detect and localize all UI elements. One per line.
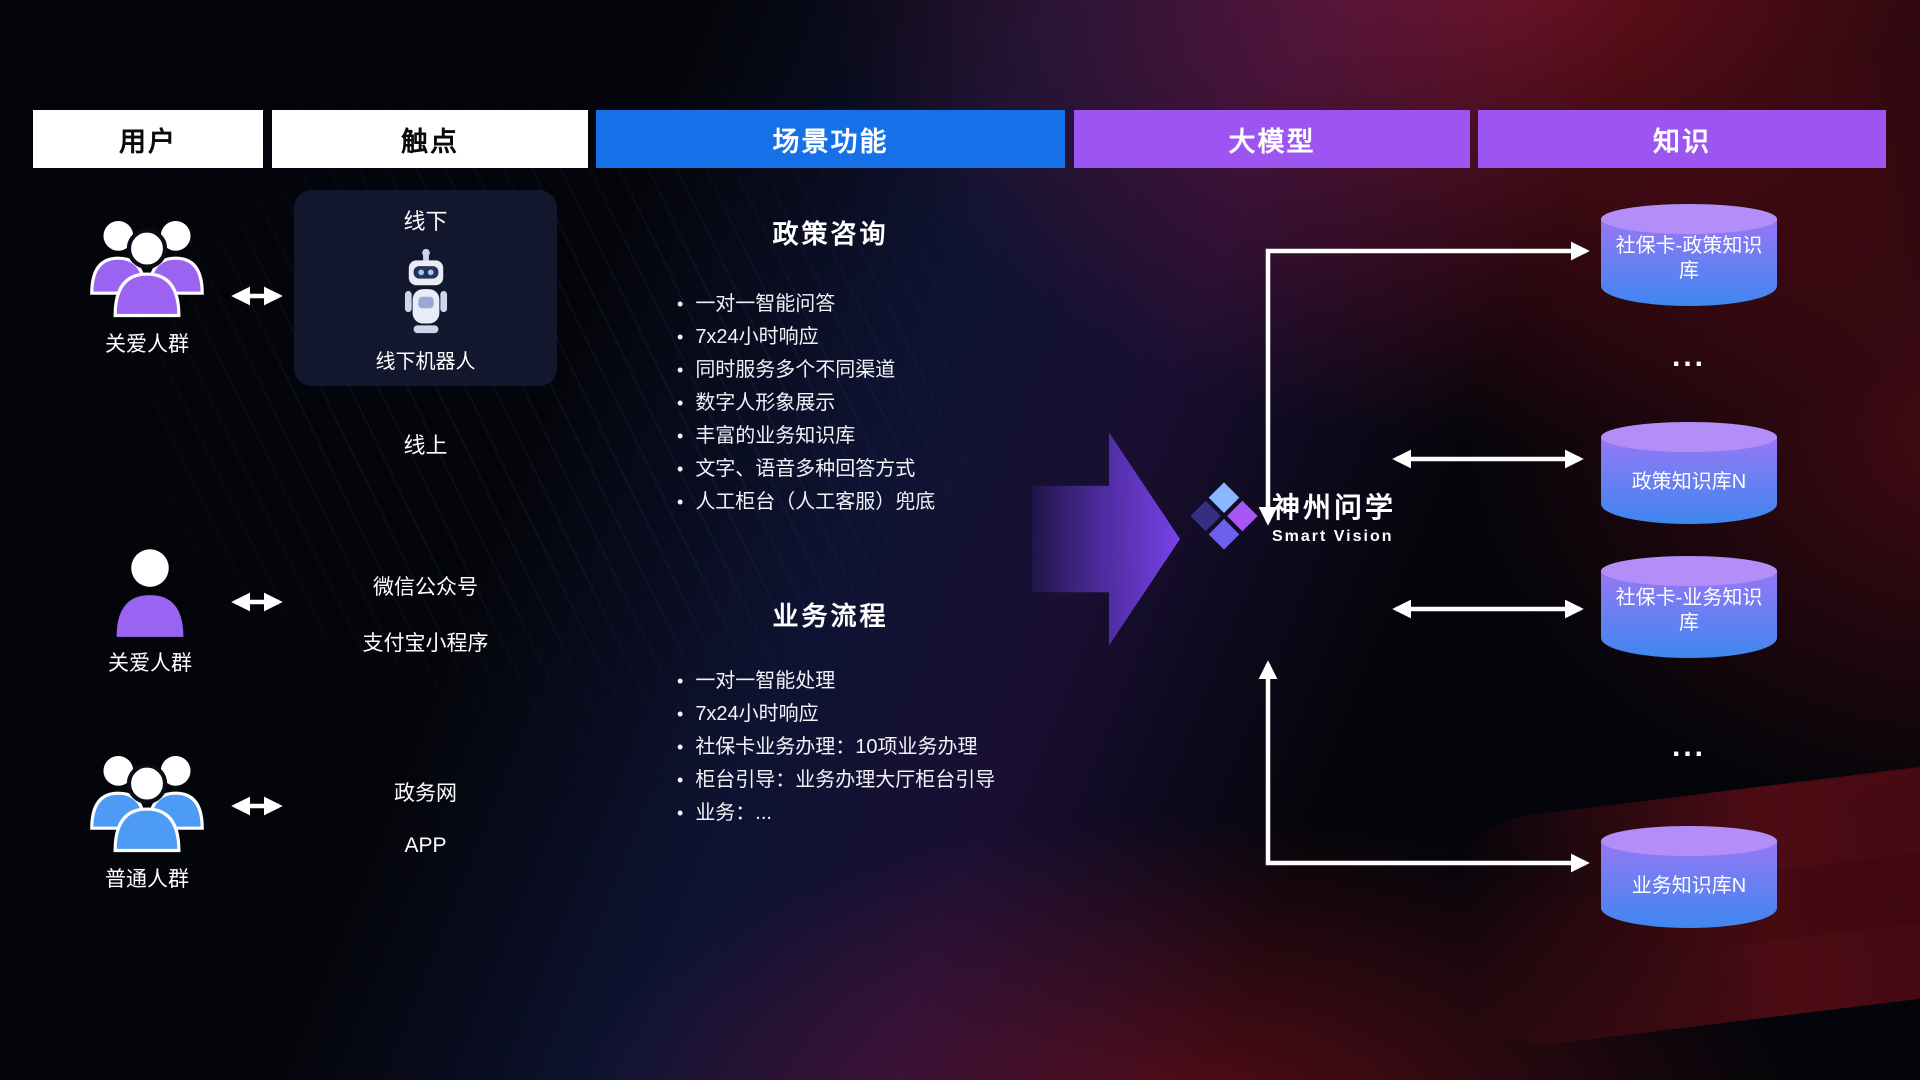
model-logo: 神州问学 Smart Vision	[1188, 480, 1396, 552]
bullet-item: 7x24小时响应	[677, 698, 995, 731]
db-cylinder-cap	[1601, 826, 1777, 856]
channel-gov-web: 政务网	[394, 782, 457, 805]
bullet-item: 社保卡业务办理：10项业务办理	[677, 731, 995, 764]
user-person-care: 关爱人群	[60, 543, 240, 677]
db-social-business: 社保卡-业务知识库	[1601, 556, 1777, 658]
user-label: 关爱人群	[105, 333, 189, 356]
db-label: 政策知识库N	[1631, 471, 1747, 493]
bullet-item: 数字人形象展示	[677, 387, 935, 420]
bullet-item: 业务：...	[677, 797, 995, 830]
model-subtitle: Smart Vision	[1272, 528, 1394, 545]
db-cylinder-cap	[1601, 204, 1777, 234]
user-label: 普通人群	[105, 868, 189, 891]
bullet-item: 同时服务多个不同渠道	[677, 354, 935, 387]
smart-vision-logo-icon	[1190, 482, 1258, 550]
db-cylinder-cap	[1601, 556, 1777, 586]
user-label: 关爱人群	[108, 652, 192, 675]
scene-business-list: 一对一智能处理7x24小时响应社保卡业务办理：10项业务办理柜台引导：业务办理大…	[677, 665, 995, 830]
header-large-model: 大模型	[1074, 110, 1470, 168]
bullet-item: 7x24小时响应	[677, 321, 935, 354]
user-group-care: 关爱人群	[57, 208, 237, 358]
header-scene-functions: 场景功能	[596, 110, 1065, 168]
db-label: 社保卡-业务知识库	[1615, 587, 1763, 634]
header-users: 用户	[33, 110, 263, 168]
header-touchpoints: 触点	[272, 110, 588, 168]
db-business-n: 业务知识库N	[1601, 826, 1777, 928]
scene-policy-list: 一对一智能问答7x24小时响应同时服务多个不同渠道数字人形象展示丰富的业务知识库…	[677, 288, 935, 519]
db-label: 业务知识库N	[1631, 875, 1747, 897]
model-name: 神州问学	[1272, 492, 1397, 523]
bullet-item: 柜台引导：业务办理大厅柜台引导	[677, 764, 995, 797]
channel-wechat: 微信公众号	[373, 576, 478, 599]
bullet-item: 丰富的业务知识库	[677, 420, 935, 453]
ellipsis: ...	[1671, 340, 1706, 373]
bullet-item: 文字、语音多种回答方式	[677, 453, 935, 486]
bullet-item: 人工柜台（人工客服）兜底	[677, 486, 935, 519]
person-purple-icon	[116, 549, 184, 637]
user-group-general: 普通人群	[57, 743, 237, 893]
offline-touchpoint-card: 线下 线下机器人	[294, 190, 557, 386]
scene-section-title-policy: 政策咨询	[772, 219, 889, 249]
scene-section-title-business: 业务流程	[772, 601, 889, 631]
db-social-policy: 社保卡-政策知识库	[1601, 204, 1777, 306]
channel-app: APP	[404, 834, 447, 857]
offline-robot-label: 线下机器人	[375, 351, 476, 373]
group-blue-icon	[90, 756, 204, 853]
robot-icon	[404, 248, 447, 333]
offline-title: 线下	[403, 209, 448, 234]
db-policy-n: 政策知识库N	[1601, 422, 1777, 524]
online-title: 线上	[403, 433, 448, 458]
group-purple-icon	[90, 221, 204, 318]
db-cylinder-cap	[1601, 422, 1777, 452]
db-label: 社保卡-政策知识库	[1615, 235, 1763, 282]
bullet-item: 一对一智能问答	[677, 288, 935, 321]
channel-alipay: 支付宝小程序	[362, 632, 489, 655]
header-knowledge: 知识	[1478, 110, 1886, 168]
ellipsis: ...	[1671, 730, 1706, 763]
bullet-item: 一对一智能处理	[677, 665, 995, 698]
